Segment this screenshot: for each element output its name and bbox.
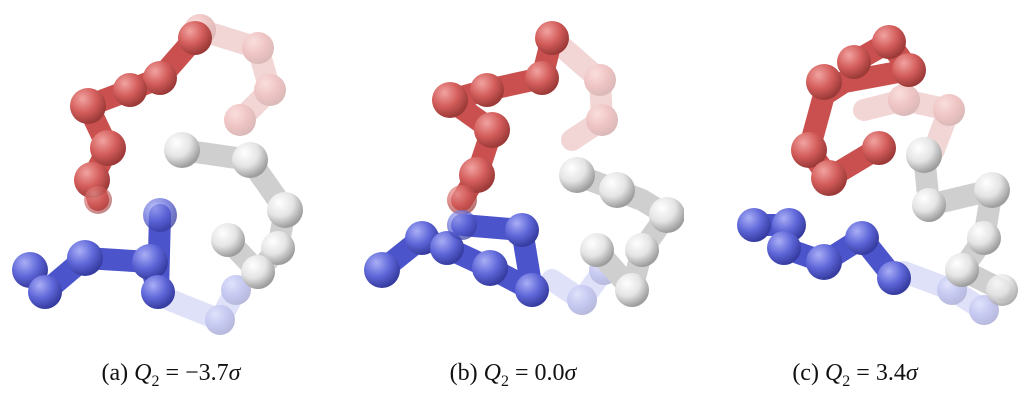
caption-value: −3.7 bbox=[185, 360, 229, 386]
caption-symbol: Q2 bbox=[483, 360, 509, 390]
faded-red-tail bbox=[853, 84, 965, 161]
blue-segment bbox=[364, 210, 549, 307]
polymer-chain-b bbox=[364, 21, 684, 315]
caption-relation: = bbox=[514, 360, 529, 386]
caption-a: (a) Q2 = −3.7σ bbox=[0, 360, 342, 391]
caption-b: (b) Q2 = 0.0σ bbox=[342, 360, 684, 391]
polymer-chain-a bbox=[12, 14, 303, 335]
caption-c: (c) Q2 = 3.4σ bbox=[684, 360, 1026, 391]
red-segment bbox=[432, 21, 569, 215]
faded-red-tail bbox=[541, 27, 618, 151]
caption-label: (a) bbox=[101, 360, 129, 386]
panel-c: (c) Q2 = 3.4σ bbox=[684, 0, 1026, 405]
panel-a: (a) Q2 = −3.7σ bbox=[0, 0, 342, 405]
caption-label: (c) bbox=[792, 360, 819, 386]
caption-symbol: Q2 bbox=[824, 360, 851, 390]
white-segment bbox=[559, 157, 684, 307]
blue-segment bbox=[12, 198, 177, 309]
red-segment bbox=[70, 21, 212, 214]
caption-value: 0.0 bbox=[534, 360, 565, 386]
caption-unit: σ bbox=[905, 360, 918, 386]
panel-b: (b) Q2 = 0.0σ bbox=[342, 0, 684, 405]
caption-unit: σ bbox=[228, 360, 241, 386]
caption-relation: = bbox=[165, 360, 180, 386]
blue-segment bbox=[737, 208, 911, 295]
polymer-chain-c bbox=[737, 25, 1018, 325]
faded-blue-tail bbox=[893, 261, 999, 325]
caption-symbol: Q2 bbox=[134, 360, 160, 390]
faded-blue-tail bbox=[159, 275, 251, 335]
red-segment bbox=[791, 25, 926, 196]
caption-relation: = bbox=[856, 360, 870, 386]
white-segment bbox=[164, 132, 303, 289]
white-segment bbox=[906, 137, 1018, 306]
caption-value: 3.4 bbox=[875, 360, 906, 386]
caption-unit: σ bbox=[564, 360, 577, 386]
caption-label: (b) bbox=[449, 360, 478, 386]
